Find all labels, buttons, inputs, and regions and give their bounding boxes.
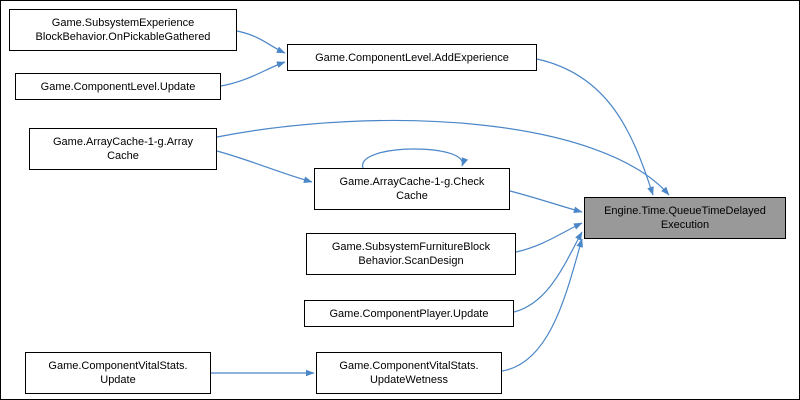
edge-addexperience-to-queuetimedelayedexecution [536,58,654,196]
node-checkcache[interactable]: Game.ArrayCache-1-g.Check Cache [314,168,510,210]
node-componentplayer-update[interactable]: Game.ComponentPlayer.Update [304,300,514,327]
node-label-line: Game.ComponentLevel.AddExperience [315,51,509,64]
node-componentlevel-update[interactable]: Game.ComponentLevel.Update [15,73,221,100]
node-label-line: UpdateWetness [369,374,449,386]
edge-onpickablegathered-to-addexperience [236,30,286,54]
edge-checkcache-to-queuetimedelayedexecution [509,190,583,214]
node-label-line: BlockBehavior.OnPickableGathered [35,31,211,43]
node-label-line: Game.ComponentPlayer.Update [329,307,489,320]
node-label-line: Execution [660,219,710,231]
node-label-line: Game.ComponentVitalStats. [339,360,479,372]
edge-scandesign-to-queuetimedelayedexecution [515,222,583,253]
edge-componentlevelupdate-to-addexperience [220,61,286,87]
node-label-line: Game.ComponentLevel.Update [40,80,196,93]
node-label-line: Game.SubsystemExperience [51,17,195,29]
node-label-line: Update [100,374,136,386]
node-label-line: Cache [396,190,428,202]
node-componentvitalstats-update[interactable]: Game.ComponentVitalStats. Update [25,352,211,394]
edge-componentplayerupdate-to-queuetimedelayedexecution [513,231,583,313]
node-arraycache[interactable]: Game.ArrayCache-1-g.Array Cache [29,128,217,170]
node-label-line: Game.SubsystemFurnitureBlock [331,241,491,253]
node-label-line: Game.ComponentVitalStats. [48,360,188,372]
node-addexperience[interactable]: Game.ComponentLevel.AddExperience [287,44,537,71]
node-queuetimedelayedexecution: Engine.Time.QueueTimeDelayed Execution [584,197,786,239]
node-onpickablegathered[interactable]: Game.SubsystemExperience BlockBehavior.O… [9,9,237,51]
node-label-line: Behavior.ScanDesign [358,255,464,267]
edge-arraycache-to-checkcache [216,150,313,183]
edge-checkcache-self-loop [362,148,469,169]
node-label-line: Game.ArrayCache-1-g.Check [339,176,485,188]
node-label-line: Engine.Time.QueueTimeDelayed [604,205,766,217]
node-scandesign[interactable]: Game.SubsystemFurnitureBlock Behavior.Sc… [306,233,516,275]
node-label-line: Game.ArrayCache-1-g.Array [53,136,193,148]
node-label-line: Cache [107,150,139,162]
node-updatewetness[interactable]: Game.ComponentVitalStats. UpdateWetness [316,352,502,394]
